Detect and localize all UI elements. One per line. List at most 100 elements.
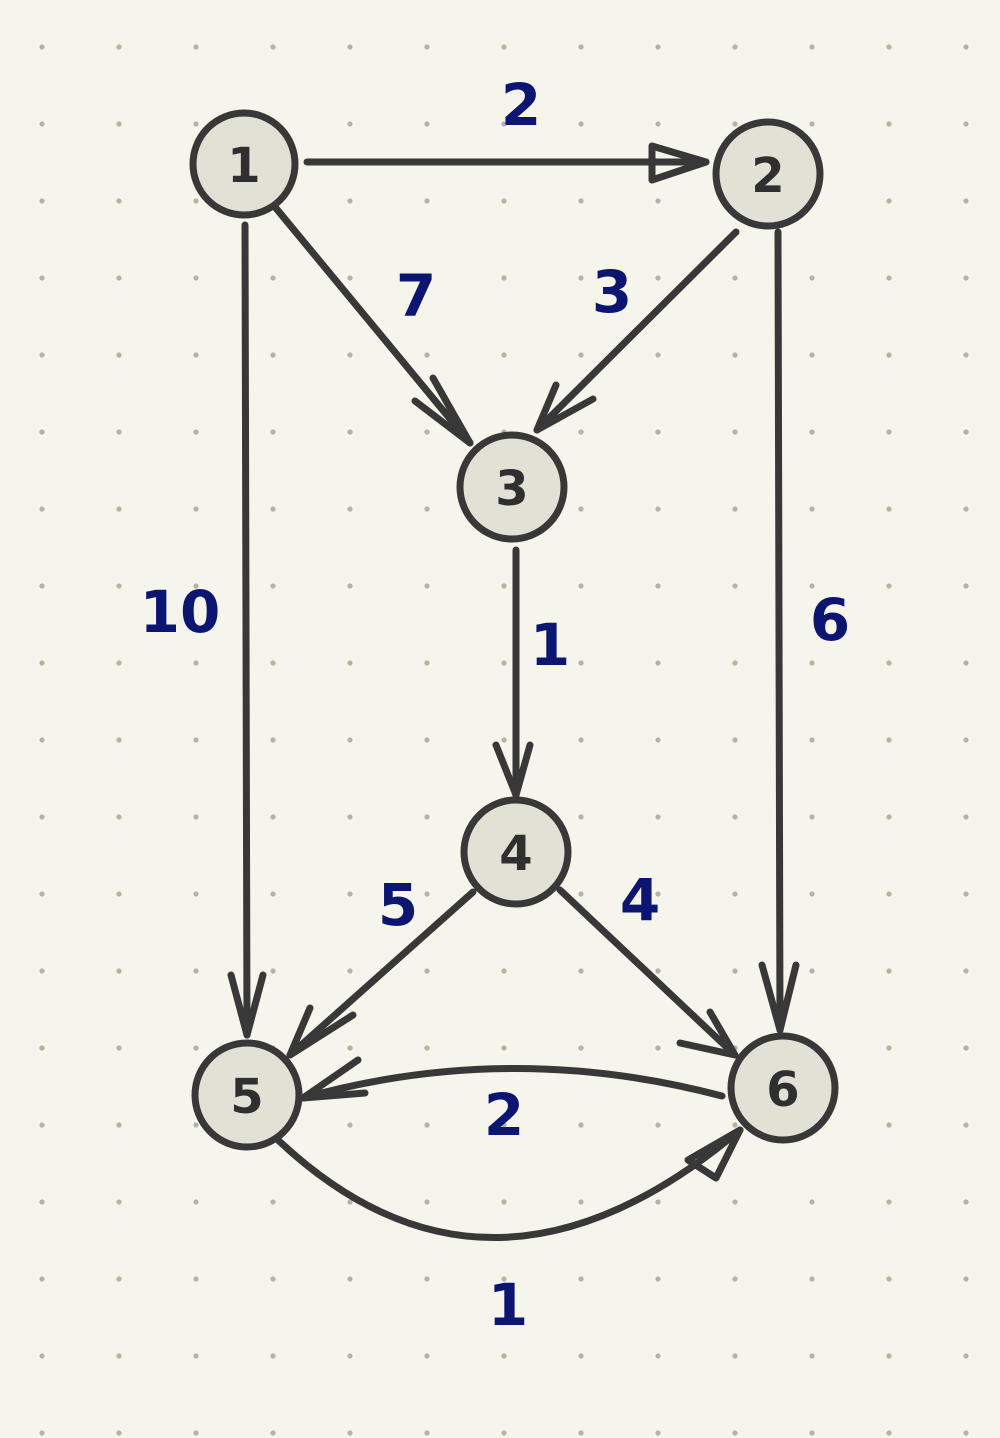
- grid-dot: [809, 121, 815, 127]
- edge-line: [774, 228, 784, 1034]
- grid-dot: [270, 891, 276, 897]
- weight-label-2-6: 6: [810, 586, 850, 654]
- grid-dot: [963, 583, 969, 589]
- weight-label-4-6: 4: [620, 866, 660, 934]
- grid-dot: [963, 814, 969, 820]
- edge-1-to-3: [271, 203, 474, 447]
- grid-dot: [193, 429, 199, 435]
- grid-dot: [732, 352, 738, 358]
- edge-4-to-6: [556, 886, 739, 1059]
- weight-label-4-5: 5: [378, 871, 418, 939]
- grid-dot: [193, 1276, 199, 1282]
- grid-dot: [655, 506, 661, 512]
- grid-dot: [39, 1122, 45, 1128]
- grid-dot: [655, 1430, 661, 1436]
- grid-dot: [39, 198, 45, 204]
- grid-dot: [270, 814, 276, 820]
- arrow-head: [411, 374, 474, 447]
- grid-dot: [732, 44, 738, 50]
- grid-dot: [963, 737, 969, 743]
- node-circle: [727, 1032, 839, 1144]
- grid-dot: [578, 44, 584, 50]
- grid-dot: [963, 1122, 969, 1128]
- grid-dot: [424, 1122, 430, 1128]
- grid-dot: [193, 1122, 199, 1128]
- grid-dot: [963, 1430, 969, 1436]
- node-label: 3: [495, 461, 528, 517]
- grid-dot: [193, 814, 199, 820]
- grid-dot: [270, 1430, 276, 1436]
- grid-dot: [732, 968, 738, 974]
- grid-dot: [578, 737, 584, 743]
- weight-label-2-3: 3: [592, 258, 632, 326]
- arrow-head: [758, 961, 800, 1034]
- grid-dot: [39, 737, 45, 743]
- grid-dot: [39, 814, 45, 820]
- grid-dot: [655, 1045, 661, 1051]
- grid-dot: [963, 968, 969, 974]
- grid-dot: [655, 352, 661, 358]
- grid-dot: [424, 275, 430, 281]
- arrow-head: [648, 142, 710, 184]
- grid-dot: [501, 121, 507, 127]
- grid-dot: [732, 1353, 738, 1359]
- grid-dot: [809, 583, 815, 589]
- edge-3-to-4: [492, 546, 534, 799]
- weight-label-6-5: 2: [484, 1081, 524, 1149]
- grid-dot: [578, 352, 584, 358]
- grid-dot: [39, 968, 45, 974]
- grid-dot: [886, 506, 892, 512]
- grid-dot: [809, 1199, 815, 1205]
- node-4: 4: [460, 796, 572, 908]
- grid-dot: [424, 429, 430, 435]
- grid-dot: [116, 891, 122, 897]
- grid-dot: [578, 429, 584, 435]
- grid-dot: [501, 968, 507, 974]
- grid-dot: [655, 429, 661, 435]
- grid-dot: [809, 1353, 815, 1359]
- grid-dot: [501, 660, 507, 666]
- arrow-head: [286, 1004, 357, 1059]
- grid-dot: [809, 660, 815, 666]
- grid-dot: [578, 583, 584, 589]
- edge-line: [533, 228, 740, 434]
- grid-dot: [39, 506, 45, 512]
- grid-dot: [424, 1430, 430, 1436]
- edge-6-to-5: [299, 1056, 726, 1102]
- grid-dot: [732, 660, 738, 666]
- edge-4-to-5: [286, 888, 477, 1059]
- grid-dot: [39, 429, 45, 435]
- grid-dot: [116, 275, 122, 281]
- node-label: 2: [751, 148, 784, 204]
- grid-dot: [347, 275, 353, 281]
- grid-dot: [270, 968, 276, 974]
- edge-line: [286, 888, 477, 1059]
- grid-dot: [809, 275, 815, 281]
- grid-dot: [116, 1199, 122, 1205]
- grid-dot: [347, 891, 353, 897]
- grid-dot: [39, 1199, 45, 1205]
- grid-dot: [193, 198, 199, 204]
- grid-dot: [347, 1430, 353, 1436]
- grid-dot: [732, 1430, 738, 1436]
- node-label: 1: [227, 138, 260, 194]
- grid-dot: [886, 352, 892, 358]
- grid-dot: [347, 1122, 353, 1128]
- grid-dot: [501, 737, 507, 743]
- grid-dot: [578, 1045, 584, 1051]
- grid-dot: [578, 121, 584, 127]
- grid-dot: [655, 1199, 661, 1205]
- grid-dot: [886, 1199, 892, 1205]
- arrow-head: [492, 741, 534, 799]
- grid-dot: [732, 121, 738, 127]
- node-5: 5: [191, 1039, 303, 1151]
- grid-dot: [809, 506, 815, 512]
- grid-dot: [732, 429, 738, 435]
- grid-dot: [270, 1199, 276, 1205]
- grid-dot: [193, 1430, 199, 1436]
- grid-dot: [347, 1199, 353, 1205]
- grid-dot: [886, 968, 892, 974]
- grid-dot: [578, 1430, 584, 1436]
- grid-dot: [116, 198, 122, 204]
